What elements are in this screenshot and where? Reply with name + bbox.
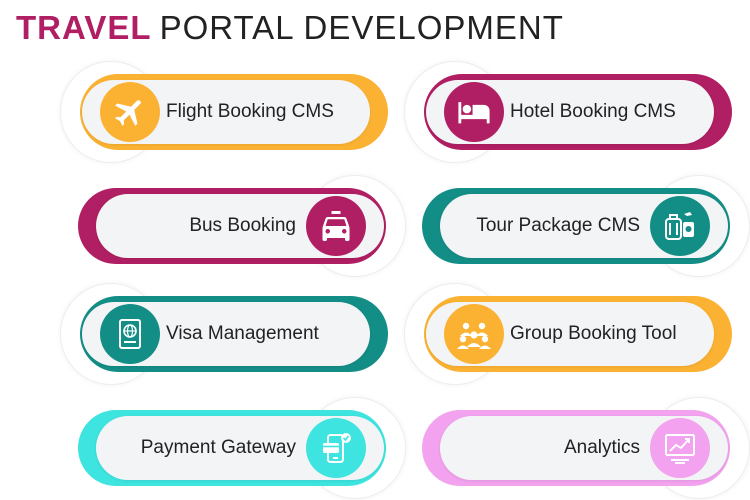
card-analytics[interactable]: Analytics [422, 397, 750, 499]
bed-icon [444, 82, 504, 142]
mobile-payment-icon [306, 418, 366, 478]
card-group-booking[interactable]: Group Booking Tool [404, 283, 732, 385]
card-label: Bus Booking [189, 215, 296, 236]
title-rest: PORTAL DEVELOPMENT [159, 9, 564, 46]
card-bus-booking[interactable]: Bus Booking [78, 175, 406, 277]
card-flight-booking[interactable]: Flight Booking CMS [60, 61, 388, 163]
card-visa-management[interactable]: Visa Management [60, 283, 388, 385]
title-highlight: TRAVEL [16, 9, 152, 46]
group-icon [444, 304, 504, 364]
card-label: Tour Package CMS [476, 215, 640, 236]
chart-icon [650, 418, 710, 478]
luggage-icon [650, 196, 710, 256]
card-tour-package[interactable]: Tour Package CMS [422, 175, 750, 277]
card-label: Visa Management [166, 323, 319, 344]
card-payment-gateway[interactable]: Payment Gateway [78, 397, 406, 499]
card-label: Analytics [563, 437, 640, 458]
card-label: Payment Gateway [140, 437, 296, 458]
card-label: Hotel Booking CMS [510, 101, 676, 122]
taxi-icon [306, 196, 366, 256]
card-hotel-booking[interactable]: Hotel Booking CMS [404, 61, 732, 163]
airplane-icon [100, 82, 160, 142]
card-label: Flight Booking CMS [166, 101, 334, 122]
card-label: Group Booking Tool [510, 323, 677, 344]
passport-icon [100, 304, 160, 364]
